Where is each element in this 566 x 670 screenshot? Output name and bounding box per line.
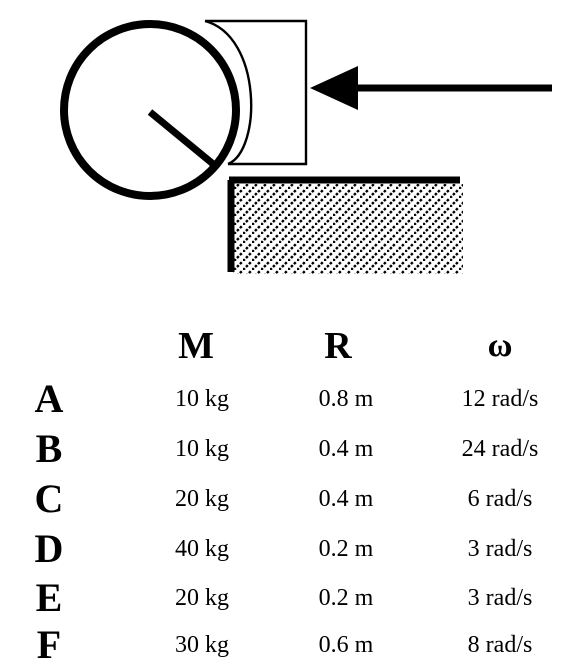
radius-value: 0.4 m — [318, 436, 374, 462]
option-row-b: B 10 kg 0.4 m 24 rad/s — [0, 424, 566, 474]
mass-value: 30 kg — [175, 632, 229, 658]
header-radius: R — [324, 325, 352, 367]
mass-value: 10 kg — [175, 386, 229, 412]
ground-hatching — [233, 184, 463, 274]
omega-value: 12 rad/s — [461, 386, 539, 412]
wheel — [60, 20, 240, 200]
omega-value: 3 rad/s — [467, 536, 533, 562]
brake-pad-curved-face — [204, 19, 253, 166]
option-row-c: C 20 kg 0.4 m 6 rad/s — [0, 474, 566, 524]
omega-value: 24 rad/s — [461, 436, 539, 462]
omega-value: 8 rad/s — [467, 632, 533, 658]
mass-value: 40 kg — [175, 536, 229, 562]
radius-value: 0.2 m — [318, 536, 374, 562]
brake-pad — [205, 19, 308, 166]
mass-value: 10 kg — [175, 436, 229, 462]
radius-value: 0.8 m — [318, 386, 374, 412]
option-row-d: D 40 kg 0.2 m 3 rad/s — [0, 524, 566, 574]
omega-value: 6 rad/s — [467, 486, 533, 512]
header-omega: ω — [487, 327, 513, 364]
option-label: A — [34, 376, 64, 421]
force-arrow-head — [310, 66, 358, 110]
option-label: E — [35, 575, 63, 620]
wheel-brake-diagram — [60, 19, 552, 274]
option-label: B — [35, 426, 63, 471]
radius-value: 0.4 m — [318, 486, 374, 512]
option-row-e: E 20 kg 0.2 m 3 rad/s — [0, 573, 566, 623]
radius-value: 0.2 m — [318, 585, 374, 611]
wheel-radius-spoke — [147, 109, 221, 171]
radius-value: 0.6 m — [318, 632, 374, 658]
mass-value: 20 kg — [175, 585, 229, 611]
mass-value: 20 kg — [175, 486, 229, 512]
option-label: F — [36, 622, 62, 667]
option-label: D — [34, 526, 64, 571]
option-label: C — [34, 476, 64, 521]
option-row-f: F 30 kg 0.6 m 8 rad/s — [0, 620, 566, 670]
header-mass: M — [178, 325, 214, 367]
omega-value: 3 rad/s — [467, 585, 533, 611]
option-row-a: A 10 kg 0.8 m 12 rad/s — [0, 374, 566, 424]
